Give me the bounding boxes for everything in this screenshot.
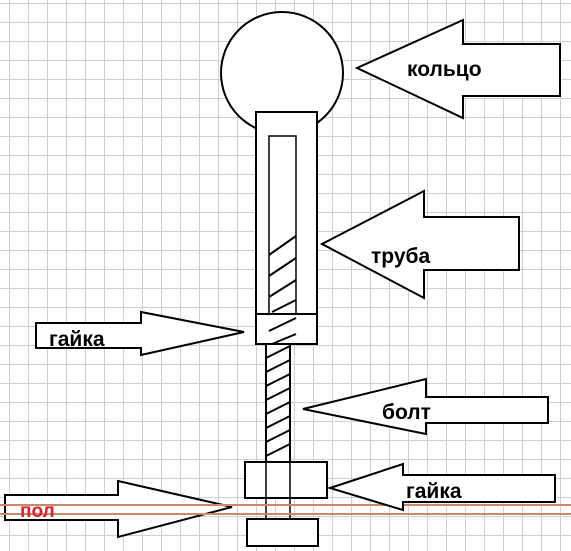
arrow-tube <box>319 189 520 300</box>
label-nut-left: гайка <box>49 328 105 351</box>
nut-threads <box>268 317 297 345</box>
bolt-head-shape <box>246 518 319 547</box>
arrow-floor <box>4 479 233 539</box>
label-ring: кольцо <box>407 58 482 81</box>
arrow-bolt <box>302 377 549 436</box>
label-nut-bottom: гайка <box>406 480 462 503</box>
tube-threads <box>268 235 297 313</box>
arrow-ring <box>354 18 561 120</box>
label-floor: пол <box>20 501 55 522</box>
bolt-threads <box>265 345 291 457</box>
tube-inner-channel <box>268 135 297 315</box>
arrow-nut-bottom <box>326 462 556 512</box>
arrow-nut-left <box>35 310 245 357</box>
upper-nut-shape <box>255 313 318 345</box>
bottom-nut-shape <box>244 461 328 499</box>
label-tube: труба <box>371 245 430 268</box>
label-bolt: болт <box>382 401 431 424</box>
